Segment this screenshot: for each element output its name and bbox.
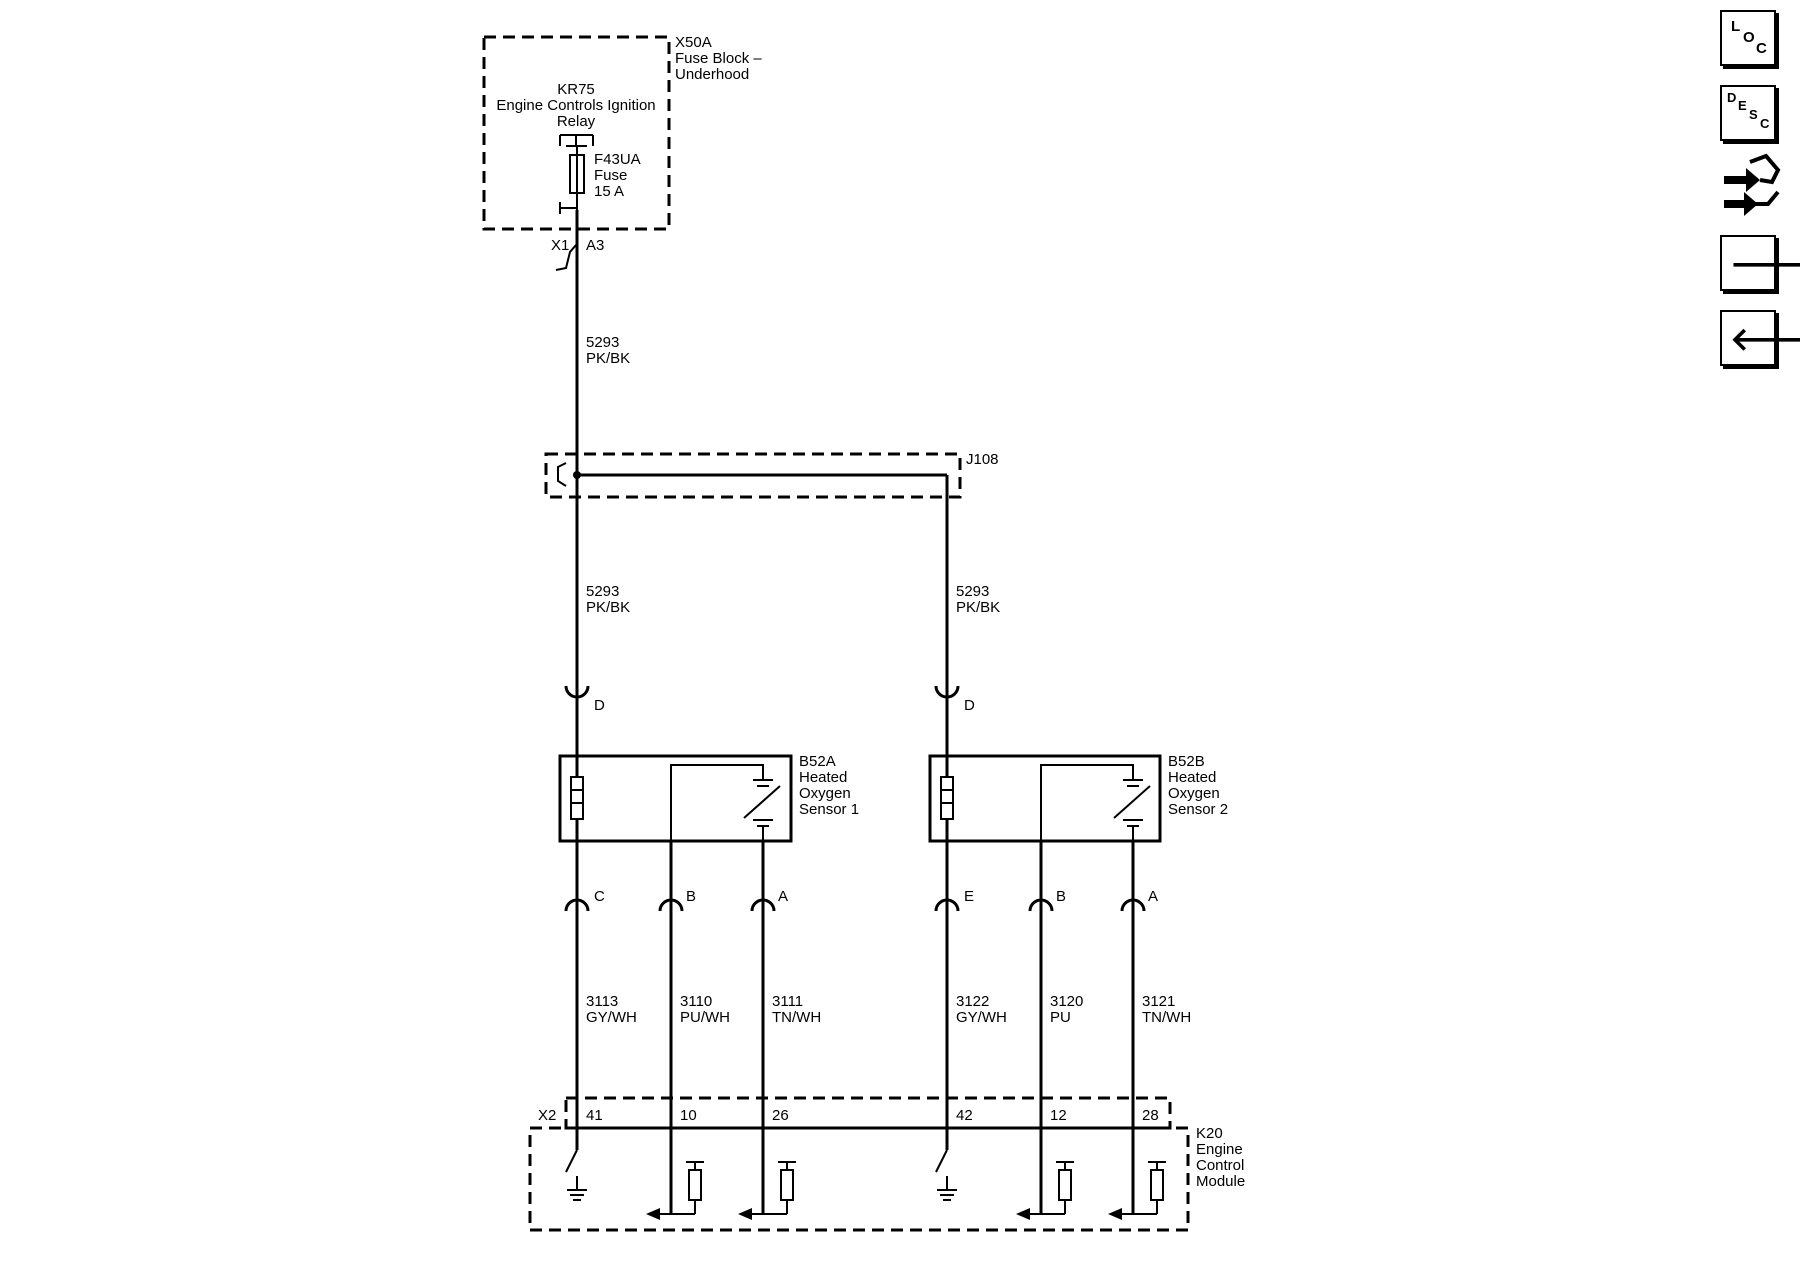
sensor2-heater-element [940, 776, 954, 820]
ecm-name: Engine [1196, 1141, 1243, 1158]
branch1-color: PK/BK [586, 599, 630, 616]
ecm-pin-10: 10 [680, 1107, 697, 1124]
next-page-button[interactable]: 🡒 [1720, 235, 1800, 291]
wire-3122-color: GY/WH [956, 1009, 1007, 1026]
ecm-pin-41: 41 [586, 1107, 603, 1124]
ecm-id: K20 [1196, 1125, 1223, 1142]
wire-3113-color: GY/WH [586, 1009, 637, 1026]
ecm-input-12 [1016, 1161, 1074, 1220]
ecm-outline [528, 1126, 1190, 1232]
ecm-pin-26: 26 [772, 1107, 789, 1124]
location-button[interactable]: L O C [1720, 10, 1776, 66]
fuse-label: Fuse [594, 167, 627, 184]
branch1-circuit: 5293 [586, 583, 619, 600]
sensor1-id: B52A [799, 753, 836, 770]
sensor1-heater-element [570, 776, 584, 820]
s1-pin-b: B [686, 888, 696, 905]
wire-3111-color: TN/WH [772, 1009, 821, 1026]
ecm-pin-42: 42 [956, 1107, 973, 1124]
wire-3113-circuit: 3113 [586, 993, 618, 1010]
ecm-input-10 [646, 1161, 704, 1220]
x1-connector-id: X1 [551, 237, 569, 254]
connector-tool-button[interactable] [1720, 152, 1782, 222]
ecm-input-28 [1108, 1161, 1166, 1220]
connector-tool-icon [1724, 153, 1781, 216]
s1-top-pin: D [594, 697, 605, 714]
branch2-color: PK/BK [956, 599, 1000, 616]
wire-3122-circuit: 3122 [956, 993, 989, 1010]
s2-top-pin: D [964, 697, 975, 714]
ecm-pin-28: 28 [1142, 1107, 1159, 1124]
ecm-ground-switch-41 [565, 1149, 587, 1201]
desc-letter-d: D [1727, 90, 1737, 105]
relay-name-2: Relay [557, 113, 596, 130]
sensor1-name-2: Oxygen [799, 785, 851, 802]
s2-pin-b: B [1056, 888, 1066, 905]
wiring-diagram: X50A Fuse Block – Underhood KR75 Engine … [482, 34, 1245, 1232]
fuse-block-id: X50A [675, 34, 712, 51]
sensor2-name: Heated [1168, 769, 1216, 786]
x1-connector-pin: A3 [586, 237, 604, 254]
wire-3121-circuit: 3121 [1142, 993, 1175, 1010]
feed-wire-color: PK/BK [586, 350, 630, 367]
ecm-name-2: Control [1196, 1157, 1244, 1174]
fuse-block-name-2: Underhood [675, 66, 749, 83]
ecm-input-26 [738, 1161, 796, 1220]
ecm-connector-id: X2 [538, 1107, 556, 1124]
sensor2-oxygen-cell [1113, 779, 1151, 841]
relay-id: KR75 [557, 81, 595, 98]
feed-wire-circuit: 5293 [586, 334, 619, 351]
wire-3120-color: PU [1050, 1009, 1071, 1026]
fuse-rating: 15 A [594, 183, 624, 200]
wire-3110-circuit: 3110 [680, 993, 712, 1010]
wire-3121-color: TN/WH [1142, 1009, 1191, 1026]
ecm-connector-outline [564, 1096, 1172, 1130]
x1-connector-symbol [555, 202, 577, 271]
fuse-id: F43UA [594, 151, 641, 168]
wire-3120-circuit: 3120 [1050, 993, 1083, 1010]
s1-pin-c: C [594, 888, 605, 905]
previous-page-button[interactable]: 🡐 [1720, 310, 1800, 366]
sensor2-name-2: Oxygen [1168, 785, 1220, 802]
s2-pin-e: E [964, 888, 974, 905]
ecm-name-3: Module [1196, 1173, 1245, 1190]
ecm-ground-switch-42 [935, 1149, 957, 1201]
sensor1-oxygen-cell [743, 779, 781, 841]
desc-letter-s: S [1749, 107, 1758, 122]
sensor1-outline [558, 754, 793, 843]
fuse-block-name: Fuse Block – [675, 50, 762, 67]
sensor2-id: B52B [1168, 753, 1205, 770]
s1-pin-a: A [778, 888, 788, 905]
branch2-circuit: 5293 [956, 583, 989, 600]
sensor1-name-3: Sensor 1 [799, 801, 859, 818]
sensor2-name-3: Sensor 2 [1168, 801, 1228, 818]
relay-contact-symbol [559, 134, 594, 147]
wire-3110-color: PU/WH [680, 1009, 730, 1026]
splice-id: J108 [966, 451, 999, 468]
sensor1-name: Heated [799, 769, 847, 786]
relay-name: Engine Controls Ignition [496, 97, 655, 114]
loc-letter-l: L [1731, 18, 1741, 35]
fuse-block-outline [482, 35, 671, 231]
description-button[interactable]: D E S C [1720, 85, 1776, 141]
left-arrow-icon: 🡐 [1730, 321, 1800, 357]
ecm-pin-12: 12 [1050, 1107, 1067, 1124]
loc-letter-o: O [1743, 29, 1755, 46]
desc-letter-e: E [1738, 98, 1747, 113]
desc-letter-c: C [1760, 116, 1770, 131]
s2-pin-a: A [1148, 888, 1158, 905]
wire-3111-circuit: 3111 [772, 993, 803, 1010]
right-arrow-icon: 🡒 [1730, 246, 1800, 282]
sensor2-outline [928, 754, 1162, 843]
loc-letter-c: C [1756, 40, 1767, 57]
